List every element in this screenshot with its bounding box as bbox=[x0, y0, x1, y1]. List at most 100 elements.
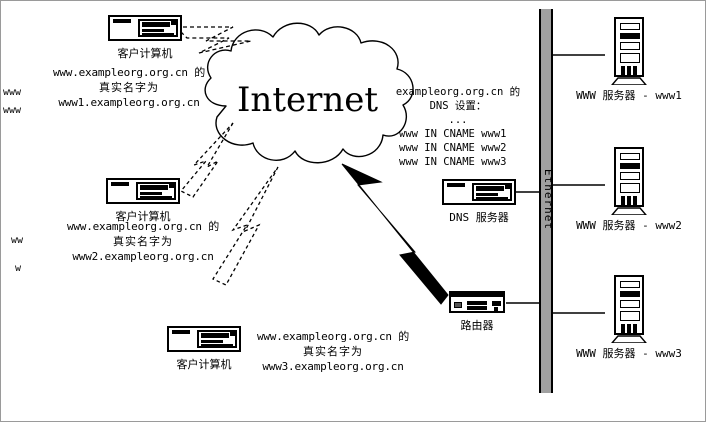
dns-config-line2: DNS 设置： bbox=[429, 100, 487, 112]
tower-vent-1 bbox=[621, 324, 625, 333]
edge-fragment-2: www bbox=[3, 105, 22, 116]
pc-top-strip bbox=[111, 182, 129, 186]
router-port bbox=[454, 302, 462, 308]
note-www2-line2: 真实名字为 bbox=[113, 235, 173, 248]
pc-screen-bar-1 bbox=[142, 22, 170, 27]
pc-screen-bar-1 bbox=[201, 333, 229, 338]
tower-bay-1 bbox=[620, 153, 640, 160]
tower-bay-3 bbox=[620, 42, 640, 50]
note-www3: www.exampleorg.org.cn 的 真实名字为 www3.examp… bbox=[233, 329, 433, 374]
note-www2-line3: www2.exampleorg.org.cn bbox=[72, 250, 214, 263]
router-top-bar bbox=[451, 293, 503, 297]
note-www2-line1: www.exampleorg.org.cn 的 bbox=[66, 220, 220, 233]
dns-config-block: exampleorg.org.cn 的 DNS 设置： ... www IN C… bbox=[393, 85, 523, 169]
pc-screen-bar-2 bbox=[140, 192, 162, 195]
client-bottom-icon bbox=[167, 326, 241, 352]
pc-screen-bar-1 bbox=[476, 186, 504, 191]
tower-bay-2 bbox=[620, 291, 640, 297]
dns-server-label: DNS 服务器 bbox=[449, 211, 509, 224]
pc-indicator bbox=[171, 20, 176, 25]
www-server-3-label: WWW 服务器 - www3 bbox=[576, 347, 682, 360]
www-server-1-label: WWW 服务器 - www1 bbox=[576, 89, 682, 102]
note-www3-line3: www3.exampleorg.org.cn bbox=[262, 360, 404, 373]
note-www1-line1: www.exampleorg.org.cn 的 bbox=[52, 66, 206, 79]
pc-indicator bbox=[169, 183, 174, 188]
tower-vent-1 bbox=[621, 196, 625, 205]
tower-bay-4 bbox=[620, 183, 640, 193]
tower-vent-3 bbox=[633, 196, 637, 205]
www-server-2-label: WWW 服务器 - www2 bbox=[576, 219, 682, 232]
pc-screen bbox=[197, 330, 237, 348]
pc-screen-bar-3 bbox=[201, 344, 233, 346]
dns-record-2: www IN CNAME www2 bbox=[399, 142, 507, 154]
tower-bay-2 bbox=[620, 33, 640, 39]
tower-base bbox=[611, 207, 647, 215]
pc-screen-bar-2 bbox=[201, 340, 223, 343]
tower-vent-3 bbox=[633, 66, 637, 75]
router-bar-2 bbox=[467, 306, 487, 310]
note-www2: www.exampleorg.org.cn 的 真实名字为 www2.examp… bbox=[43, 219, 243, 264]
wireless-link-middle bbox=[179, 122, 234, 198]
tower-body bbox=[614, 147, 644, 207]
pc-screen-bar-3 bbox=[476, 197, 508, 199]
pc-indicator bbox=[505, 184, 510, 189]
www-server-2-icon bbox=[610, 147, 648, 215]
client-middle-icon bbox=[106, 178, 180, 204]
tower-base bbox=[611, 77, 647, 85]
tower-bay-1 bbox=[620, 23, 640, 30]
pc-screen bbox=[138, 19, 178, 37]
tower-vent-1 bbox=[621, 66, 625, 75]
router-led-2 bbox=[494, 307, 498, 311]
edge-fragment-3: ww bbox=[11, 235, 24, 246]
note-www1-line2: 真实名字为 bbox=[99, 81, 159, 94]
pc-screen bbox=[472, 183, 512, 201]
pc-screen-bar-2 bbox=[476, 193, 498, 196]
tower-bay-3 bbox=[620, 300, 640, 308]
ethernet-backbone bbox=[539, 9, 553, 393]
tower-base bbox=[611, 335, 647, 343]
tower-bay-2 bbox=[620, 163, 640, 169]
ethernet-backbone-label: Ethernet bbox=[542, 169, 555, 230]
note-www1: www.exampleorg.org.cn 的 真实名字为 www1.examp… bbox=[29, 65, 229, 110]
tower-bay-3 bbox=[620, 172, 640, 180]
router-led-1 bbox=[492, 301, 501, 306]
pc-screen-bar-3 bbox=[142, 33, 174, 35]
router-bar-1 bbox=[467, 301, 487, 305]
www-server-3-icon bbox=[610, 275, 648, 343]
wireless-link-top bbox=[174, 26, 252, 54]
tower-vent-3 bbox=[633, 324, 637, 333]
router-label: 路由器 bbox=[460, 319, 494, 332]
client-top-label: 客户计算机 bbox=[117, 47, 173, 60]
client-middle-label: 客户计算机 bbox=[115, 210, 171, 223]
dns-record-1: www IN CNAME www1 bbox=[399, 128, 507, 140]
note-www3-line1: www.exampleorg.org.cn 的 bbox=[256, 330, 410, 343]
pc-screen bbox=[136, 182, 176, 200]
tower-body bbox=[614, 17, 644, 77]
pc-screen-bar-3 bbox=[140, 196, 172, 198]
pc-top-strip bbox=[172, 330, 190, 334]
edge-fragment-4: w bbox=[15, 263, 22, 274]
tower-body bbox=[614, 275, 644, 335]
dns-config-line1: exampleorg.org.cn 的 bbox=[395, 86, 521, 98]
dns-record-3: www IN CNAME www3 bbox=[399, 156, 507, 168]
pc-screen-bar-1 bbox=[140, 185, 168, 190]
dns-config-ellipsis: ... bbox=[448, 114, 468, 126]
tower-vent-2 bbox=[627, 196, 631, 205]
tower-bay-1 bbox=[620, 281, 640, 288]
tower-vent-2 bbox=[627, 324, 631, 333]
tower-bay-4 bbox=[620, 311, 640, 321]
pc-top-strip bbox=[113, 19, 131, 23]
internet-cloud-label: Internet bbox=[237, 80, 379, 120]
wan-link-router bbox=[341, 163, 449, 305]
edge-fragment-1: www bbox=[3, 87, 22, 98]
client-top-icon bbox=[108, 15, 182, 41]
note-www3-line2: 真实名字为 bbox=[303, 345, 363, 358]
tower-bay-4 bbox=[620, 53, 640, 63]
pc-indicator bbox=[230, 331, 235, 336]
client-bottom-label: 客户计算机 bbox=[176, 358, 232, 371]
www-server-1-icon bbox=[610, 17, 648, 85]
note-www1-line3: www1.exampleorg.org.cn bbox=[58, 96, 200, 109]
tower-vent-2 bbox=[627, 66, 631, 75]
pc-screen-bar-2 bbox=[142, 29, 164, 32]
